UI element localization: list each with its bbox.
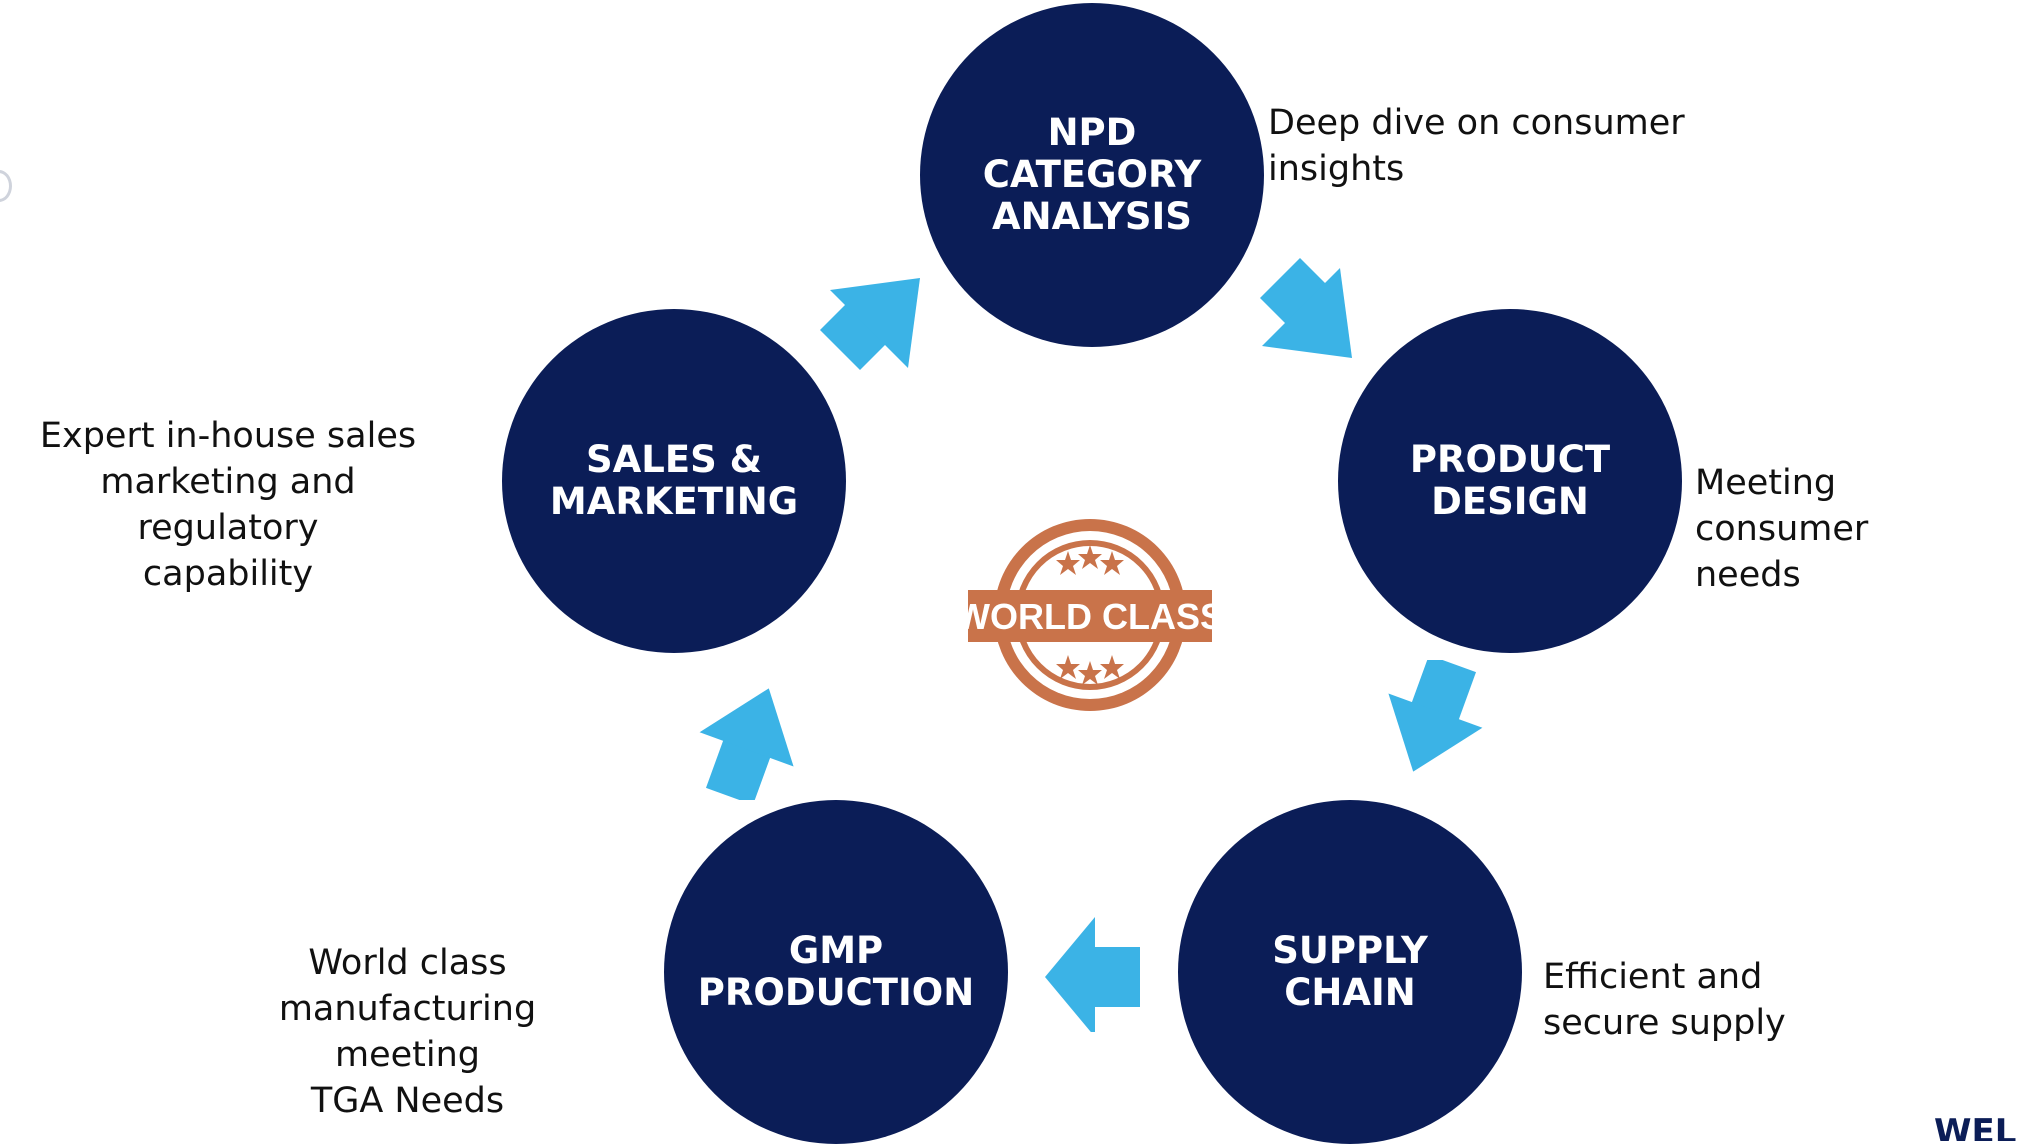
- world-class-seal-icon: WORLD CLASS: [960, 519, 1220, 711]
- node-label: NPD CATEGORY ANALYSIS: [982, 111, 1202, 238]
- node-npd-category-analysis: NPD CATEGORY ANALYSIS: [920, 3, 1264, 347]
- arrow-gmp-to-sales-icon: [699, 688, 794, 800]
- edge-fragment: [0, 170, 12, 202]
- arrow-product-to-supply-icon: [1388, 660, 1483, 772]
- brand-logo: WEL: [1934, 1117, 2017, 1141]
- node-label: SALES & MARKETING: [549, 438, 799, 523]
- node-gmp-production: GMP PRODUCTION: [664, 800, 1008, 1144]
- description-supply-chain: Efficient and secure supply: [1543, 957, 1786, 1043]
- description-sales-marketing: Expert in-house sales marketing and regu…: [39, 416, 417, 594]
- seal-text: WORLD CLASS: [960, 596, 1220, 637]
- arrow-sales-to-npd-icon: [820, 278, 920, 370]
- node-sales-marketing: SALES & MARKETING: [502, 309, 846, 653]
- arrow-npd-to-product-icon: [1260, 258, 1352, 358]
- description-product-design: Meeting consumer needs: [1695, 463, 1869, 595]
- node-supply-chain: SUPPLY CHAIN: [1178, 800, 1522, 1144]
- node-product-design: PRODUCT DESIGN: [1338, 309, 1682, 653]
- description-gmp-production: World class manufacturing meeting TGA Ne…: [278, 943, 537, 1121]
- node-label: SUPPLY CHAIN: [1272, 929, 1428, 1014]
- description-npd: Deep dive on consumer insights: [1268, 103, 1685, 189]
- node-label: GMP PRODUCTION: [697, 929, 975, 1014]
- node-label: PRODUCT DESIGN: [1409, 438, 1611, 523]
- arrow-supply-to-gmp-icon: [1045, 917, 1140, 1032]
